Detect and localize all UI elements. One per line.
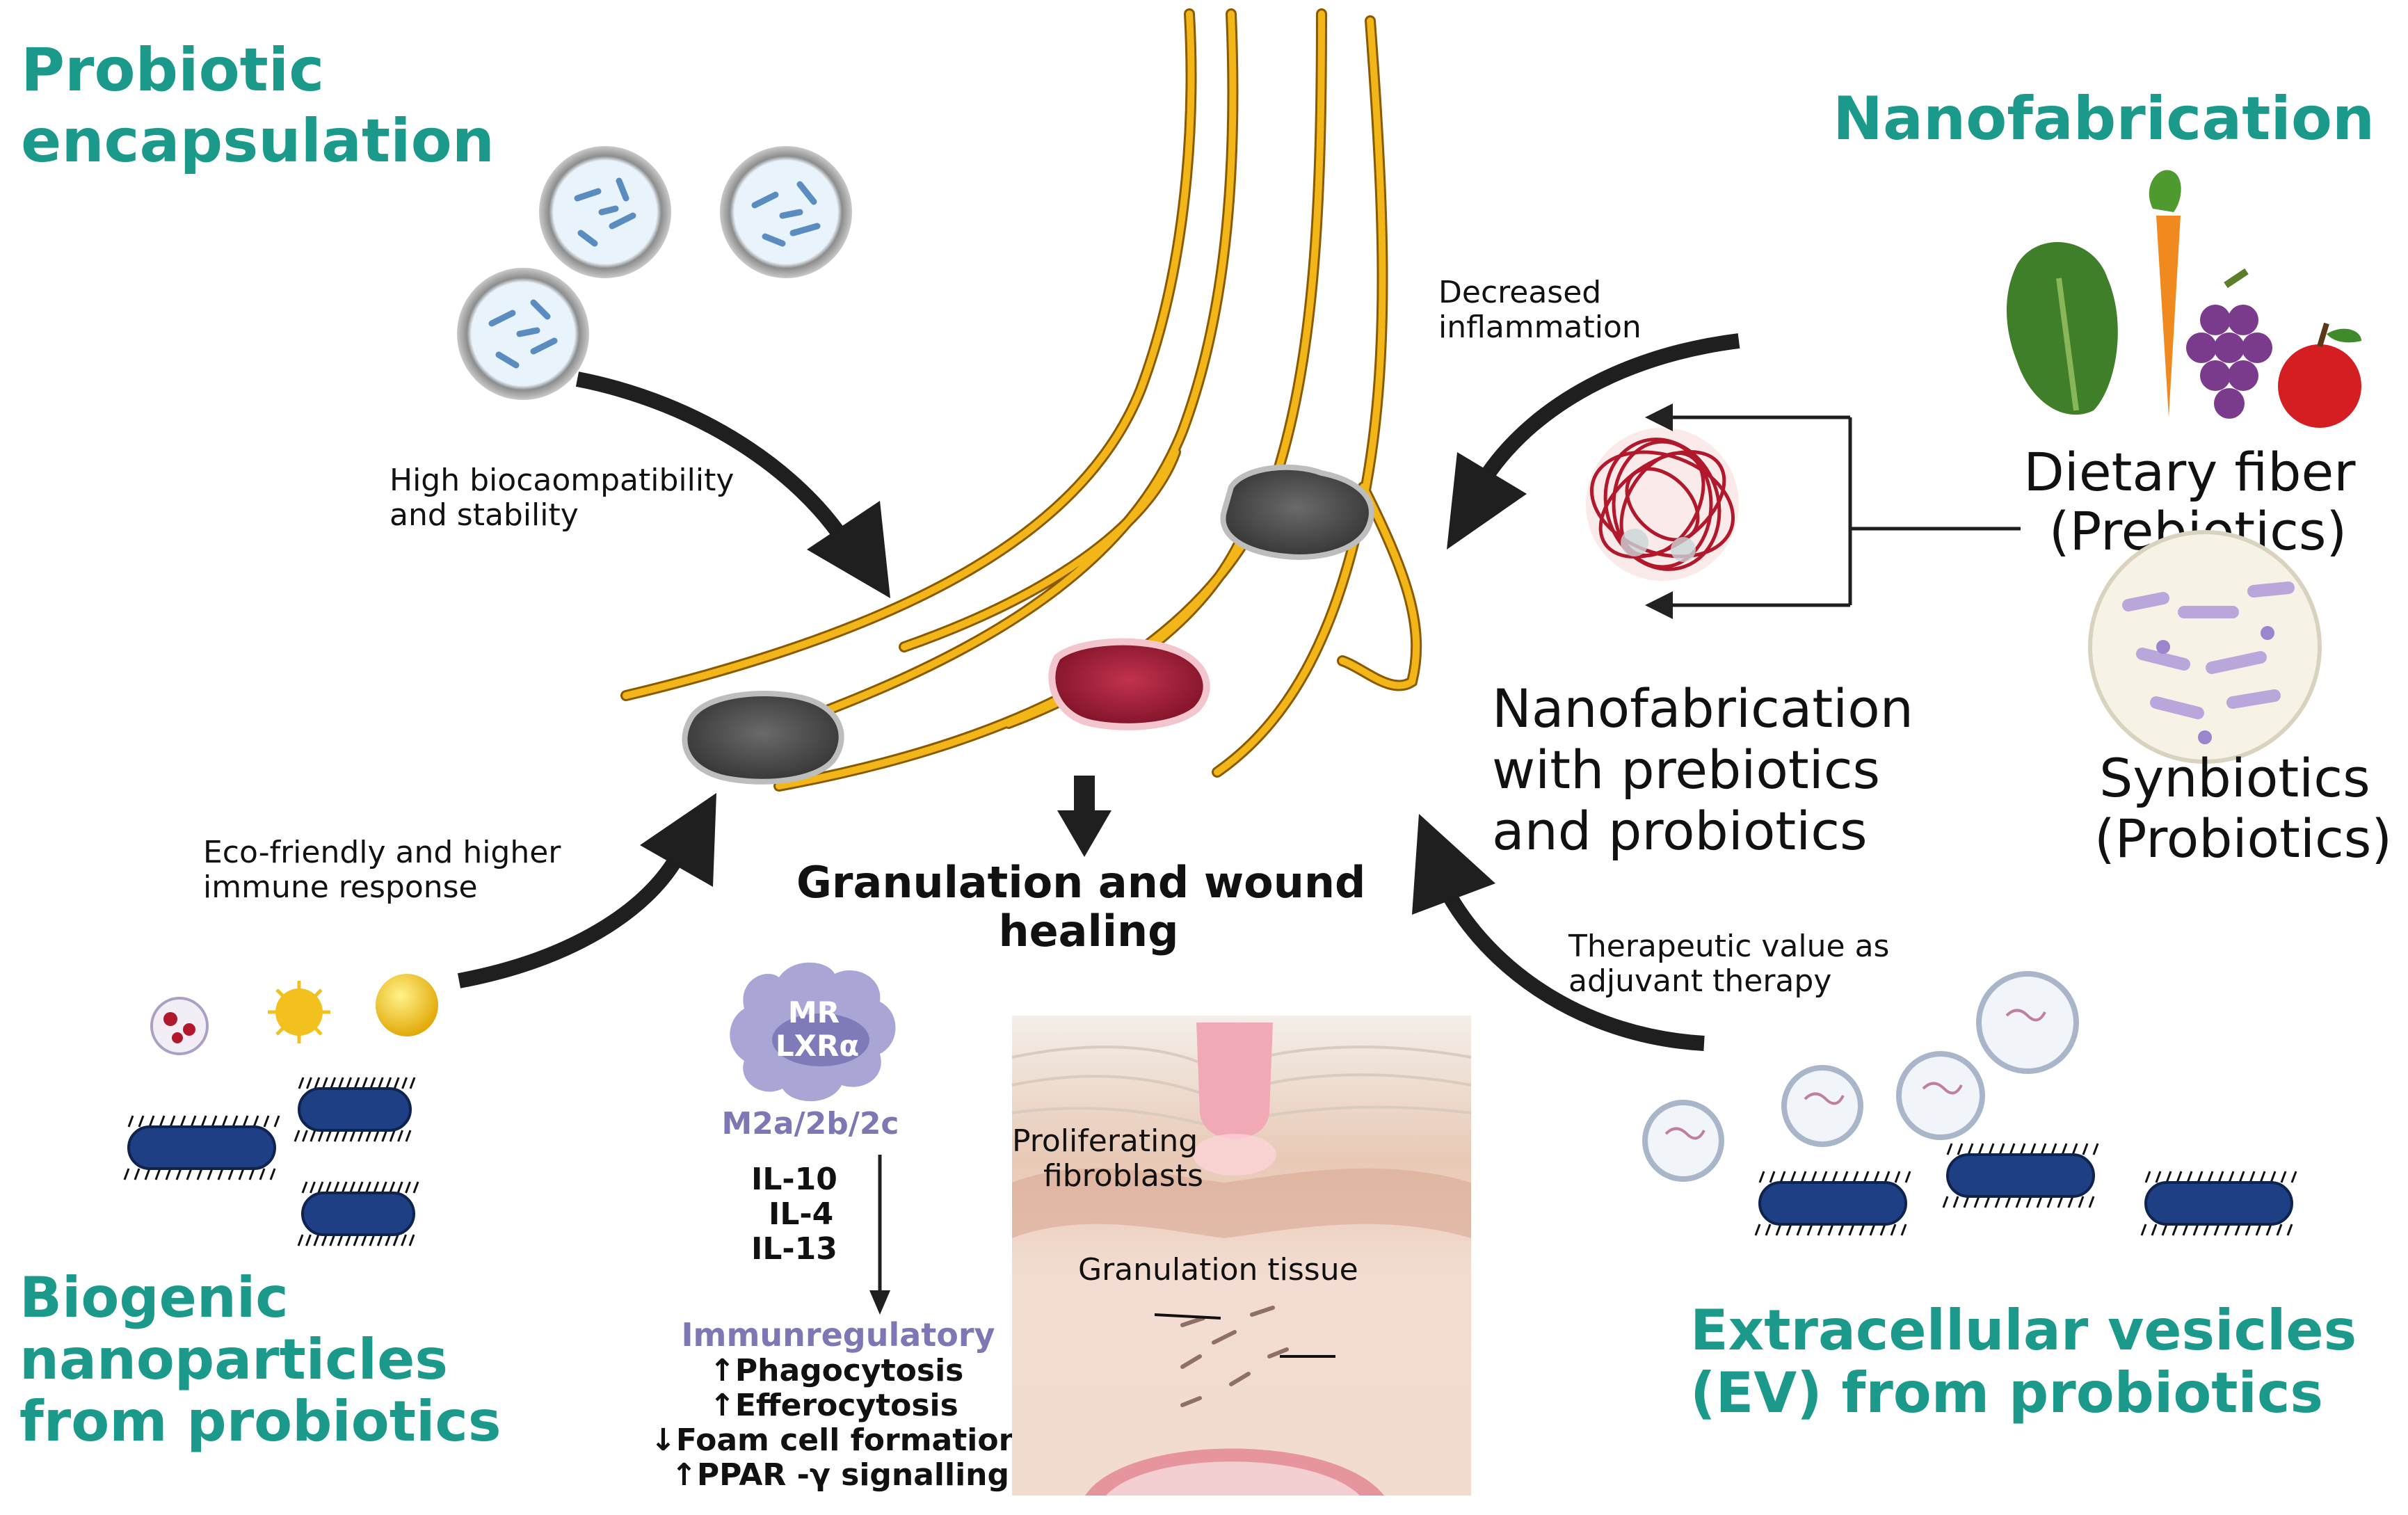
bacterium xyxy=(1754,1171,1911,1236)
arrow-down-immuno xyxy=(869,1155,890,1315)
bacterium xyxy=(2140,1171,2297,1236)
bacteria-icon xyxy=(123,1077,419,1247)
arrow-biogenic xyxy=(457,793,716,988)
eco-friendly-label: Eco-friendly and higher immune response xyxy=(203,835,570,905)
arrow-nanofabrication xyxy=(1447,333,1740,550)
nerve-foot-icon xyxy=(620,8,1422,792)
dietary-fiber-label: Dietary fiber (Prebiotics) xyxy=(2023,441,2372,562)
bracket-connector xyxy=(1645,403,2021,619)
decreased-inflammation-label: Decreased inflammation xyxy=(1438,275,1642,345)
bacterium xyxy=(1942,1143,2099,1208)
synbiotics-dish-icon xyxy=(2088,530,2322,764)
extracellular-heading: Extracellular vesicles (EV) from probiot… xyxy=(1690,1298,2376,1425)
skin-section-icon xyxy=(1011,1016,1472,1496)
macrophage-marker-mr: MR xyxy=(788,995,840,1029)
bacterium xyxy=(294,1077,416,1142)
microcapsule-icon xyxy=(457,146,852,400)
cytokine-list: IL-10 IL-4 IL-13 xyxy=(751,1162,848,1267)
vegetables-icon xyxy=(2007,170,2361,428)
bacterium xyxy=(123,1115,280,1180)
wound-icon xyxy=(682,464,1374,785)
nanofab-combo-label: Nanofabrication with prebiotics and prob… xyxy=(1492,678,1930,862)
high-biocompat-label: High biocaompatibility and stability xyxy=(390,463,744,533)
arrow-down-healing xyxy=(1057,776,1111,857)
nanofiber-ball-icon xyxy=(1586,428,1739,581)
synbiotics-label: Synbiotics (Probiotics) xyxy=(2094,747,2392,869)
bacteria-icon xyxy=(1754,1143,2297,1236)
therapeutic-label: Therapeutic value as adjuvant therapy xyxy=(1568,929,1899,999)
arrow-ev xyxy=(1412,814,1705,1051)
immunregulatory-title: Immunregulatory xyxy=(681,1316,995,1354)
granulation-tissue-label: Granulation tissue xyxy=(1078,1252,1358,1288)
nanoparticle-icon xyxy=(150,974,438,1055)
granulation-healing-label: Granulation and wound healing xyxy=(796,857,1381,956)
proliferating-fibroblasts-label: Proliferating fibroblasts xyxy=(1012,1123,1207,1194)
macrophage-subtypes: M2a/2b/2c xyxy=(721,1106,899,1141)
macrophage-marker-lxr: LXRα xyxy=(776,1029,859,1063)
biogenic-heading: Biogenic nanoparticles from probiotics xyxy=(19,1265,501,1454)
nanofabrication-heading: Nanofabrication xyxy=(1833,84,2375,154)
macrophage-icon: MR LXRα xyxy=(730,962,896,1102)
vesicle-icon xyxy=(1642,971,2079,1182)
immuno-effects-list: ↑Phagocytosis ↑Efferocytosis ↓Foam cell … xyxy=(650,1353,1031,1493)
bacterium xyxy=(297,1181,419,1247)
arrow-encapsulation xyxy=(575,371,890,598)
probiotic-encapsulation-heading: Probiotic encapsulation xyxy=(21,35,495,176)
